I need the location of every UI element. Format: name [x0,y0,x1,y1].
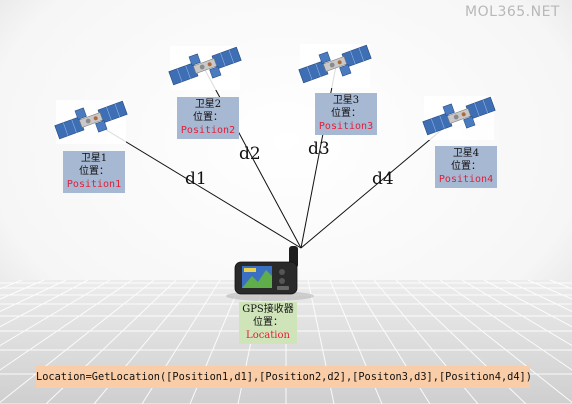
satellite-3-name: 卫星3 [332,95,360,106]
satellite-2-icon [165,40,245,92]
satellite-1-name: 卫星1 [80,153,108,164]
satellite-2-name: 卫星2 [194,99,222,110]
receiver-label: GPS接收器 位置： Location [239,302,297,344]
gps-receiver-icon [226,246,314,301]
receiver-position: Location [246,330,290,341]
satellite-2-position-label: 位置： [193,112,223,123]
satellite-4-position: Position4 [438,174,494,185]
watermark: MOL365.NET [465,4,560,20]
satellite-2-label: 卫星2 位置： Position2 [177,97,239,139]
satellite-3-label: 卫星3 位置： Position3 [315,93,377,135]
distance-label-d2: d2 [239,144,261,164]
receiver-name: GPS接收器 [242,304,294,315]
satellite-4-label: 卫星4 位置： Position4 [435,146,497,188]
distance-label-d1: d1 [185,169,207,189]
satellite-3-position: Position3 [318,121,374,132]
satellite-3-position-label: 位置： [331,108,361,119]
location-formula: Location=GetLocation([Position1,d1],[Pos… [36,366,530,388]
distance-label-d3: d3 [308,139,330,159]
receiver-position-label: 位置： [253,317,283,328]
satellite-1-label: 卫星1 位置： Position1 [63,151,125,193]
satellite-1-position: Position1 [66,179,122,190]
satellite-4-icon [419,90,499,142]
satellite-1-icon [51,94,131,146]
satellite-1-position-label: 位置： [79,166,109,177]
satellite-3-icon [295,38,375,90]
satellite-2-position: Position2 [180,125,236,136]
satellite-4-position-label: 位置： [451,161,481,172]
satellite-4-name: 卫星4 [452,148,480,159]
distance-label-d4: d4 [372,169,394,189]
